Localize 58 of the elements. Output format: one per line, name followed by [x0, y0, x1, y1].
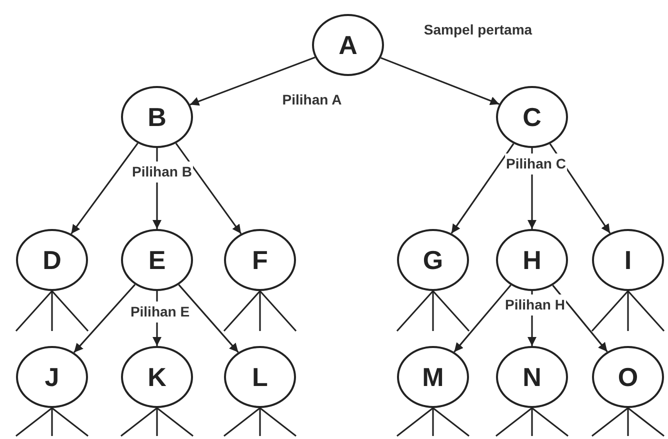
branch-line — [16, 407, 52, 437]
node-circle: G — [397, 229, 469, 291]
branch-line — [627, 290, 665, 332]
node-circle: B — [121, 86, 193, 148]
branch-line — [627, 291, 629, 331]
arrow — [178, 284, 239, 353]
node-circle: K — [121, 346, 193, 408]
branch-line — [120, 407, 158, 437]
arrow — [552, 284, 608, 352]
branch-line — [592, 407, 628, 437]
branch-line — [260, 407, 296, 437]
branch-line — [259, 291, 261, 331]
node-circle: J — [16, 346, 88, 408]
branch-line — [259, 290, 297, 332]
arrow — [454, 284, 512, 352]
branch-line — [432, 290, 470, 332]
node-circle: H — [496, 229, 568, 291]
branch-line — [224, 407, 260, 437]
arrow — [450, 143, 514, 234]
branch-line — [432, 408, 434, 436]
branch-line — [496, 407, 532, 437]
branch-line — [396, 290, 434, 332]
arrow — [190, 56, 316, 106]
branch-line — [532, 407, 568, 437]
node-circle: C — [496, 86, 568, 148]
branch-line — [627, 408, 629, 436]
node-circle: I — [592, 229, 664, 291]
branch-line — [432, 291, 434, 331]
node-circle: E — [121, 229, 193, 291]
branch-line — [156, 407, 194, 437]
branch-line — [52, 407, 88, 437]
choice-label: Pilihan C — [505, 154, 567, 174]
node-circle: N — [496, 346, 568, 408]
branch-line — [396, 407, 434, 437]
node-circle: L — [224, 346, 296, 408]
branch-line — [531, 408, 533, 436]
node-circle: F — [224, 229, 296, 291]
arrow — [73, 284, 136, 353]
branch-line — [15, 290, 53, 332]
branch-line — [223, 290, 261, 332]
node-circle: M — [397, 346, 469, 408]
node-circle: D — [16, 229, 88, 291]
branch-line — [51, 408, 53, 436]
choice-label: Pilihan E — [129, 302, 191, 322]
arrow — [175, 142, 242, 234]
choice-label: Pilihan B — [131, 162, 193, 182]
branch-line — [259, 408, 261, 436]
branch-line — [51, 290, 89, 332]
branch-line — [432, 407, 470, 437]
branch-line — [628, 407, 664, 437]
node-circle: O — [592, 346, 664, 408]
branch-line — [156, 408, 158, 436]
arrow — [380, 57, 500, 106]
arrow — [70, 142, 138, 234]
choice-label: Pilihan H — [504, 294, 566, 316]
branch-line — [51, 291, 53, 331]
branch-line — [591, 290, 629, 332]
node-circle: A — [312, 14, 384, 76]
